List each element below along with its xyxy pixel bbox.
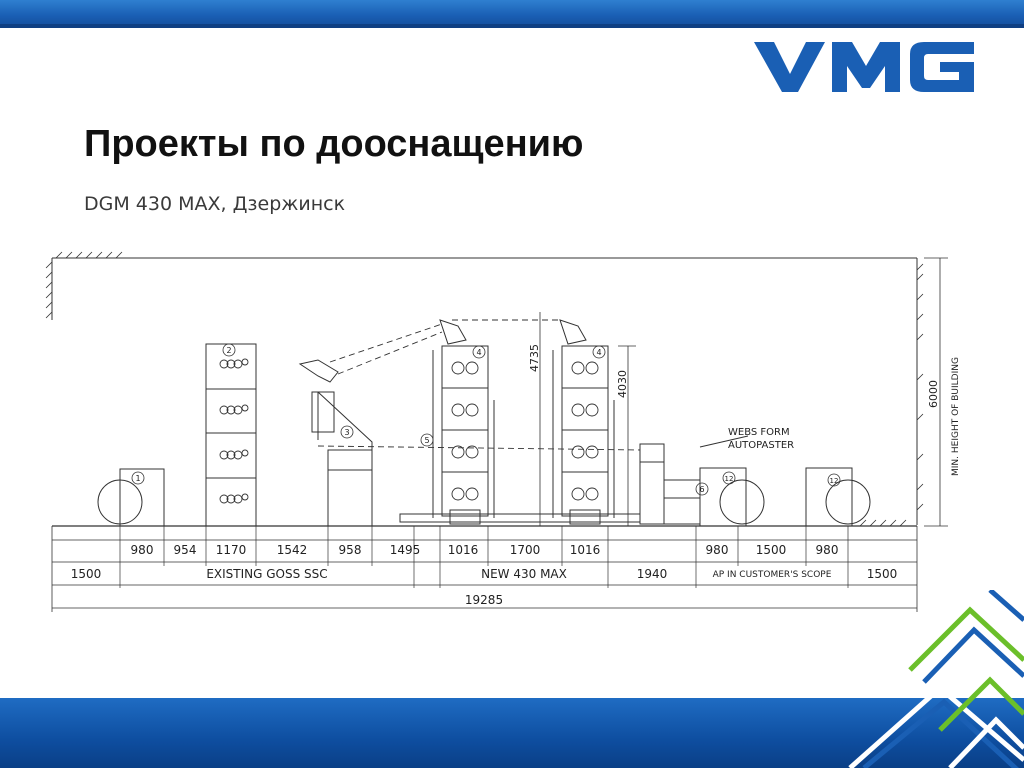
corner-arrows-decoration (848, 590, 1024, 768)
callout-label: 4 (596, 348, 601, 357)
dim-value: 1500 (71, 567, 102, 581)
logo-graphic (754, 42, 974, 92)
dimension-lines (51, 526, 918, 612)
callout-labels: 1 2 3 4 4 5 6 12 12 (135, 346, 838, 494)
dim-value: 954 (174, 543, 197, 557)
vmg-logo (754, 42, 974, 92)
reelstand-left (97, 468, 165, 527)
dim-value: 1940 (637, 567, 668, 581)
dim-value: 1700 (510, 543, 541, 557)
callout-label: 12 (830, 477, 839, 485)
slide-title: Проекты по дооснащению (84, 123, 584, 165)
dimension-row-2: 1500 EXISTING GOSS SSC NEW 430 MAX 1940 … (71, 567, 898, 581)
slide-subtitle: DGM 430 MAX, Дзержинск (84, 193, 346, 215)
new-tower-2 (552, 319, 615, 525)
dim-value: 1016 (570, 543, 601, 557)
annotation-line-1: WEBS FORM (728, 427, 790, 438)
press-layout-drawing: 1 2 3 4 4 5 6 12 12 WEBS FORM AUTOPASTER… (45, 251, 961, 612)
dim-value: 1170 (216, 543, 247, 557)
dim-value: 980 (131, 543, 154, 557)
callout-label: 2 (226, 346, 231, 355)
height-label-unit: 4030 (616, 370, 629, 398)
dim-section-label: AP IN CUSTOMER'S SCOPE (713, 570, 832, 580)
dim-value: 980 (816, 543, 839, 557)
callout-label: 5 (424, 436, 429, 445)
building-height-caption: MIN. HEIGHT OF BUILDING (951, 357, 961, 476)
annotation-line-2: AUTOPASTER (728, 440, 794, 451)
dim-value: 958 (339, 543, 362, 557)
bottom-banner (0, 698, 1024, 768)
wall-hatching (45, 251, 924, 527)
dim-value: 1500 (867, 567, 898, 581)
callout-label: 6 (699, 485, 704, 494)
new-tower-1 (432, 319, 495, 525)
dim-value: 1542 (277, 543, 308, 557)
height-label-building: 6000 (927, 380, 940, 408)
dim-value: 980 (706, 543, 729, 557)
callout-label: 1 (135, 474, 140, 483)
existing-former-unit (298, 359, 373, 527)
dim-value: 1016 (448, 543, 479, 557)
height-label-tower: 4735 (528, 344, 541, 372)
callout-circles (131, 343, 841, 496)
dim-value: 1500 (756, 543, 787, 557)
base-plate (399, 513, 641, 523)
callout-label: 3 (344, 428, 349, 437)
callout-label: 4 (476, 348, 481, 357)
total-length: 19285 (465, 593, 503, 607)
existing-unit-stack (205, 343, 257, 527)
dim-section-label: NEW 430 MAX (481, 567, 567, 581)
dim-value: 1495 (390, 543, 421, 557)
autopaster-unit (639, 435, 749, 525)
dim-section-label: EXISTING GOSS SSC (206, 567, 327, 581)
callout-label: 12 (725, 475, 734, 483)
height-dimensions (539, 257, 948, 527)
web-paths (317, 319, 641, 451)
reelstand-right-1 (699, 467, 765, 527)
top-banner (0, 0, 1024, 28)
dimension-row-1: 980 954 1170 1542 958 1495 1016 1700 101… (131, 543, 839, 557)
reelstand-right-2 (805, 467, 871, 527)
